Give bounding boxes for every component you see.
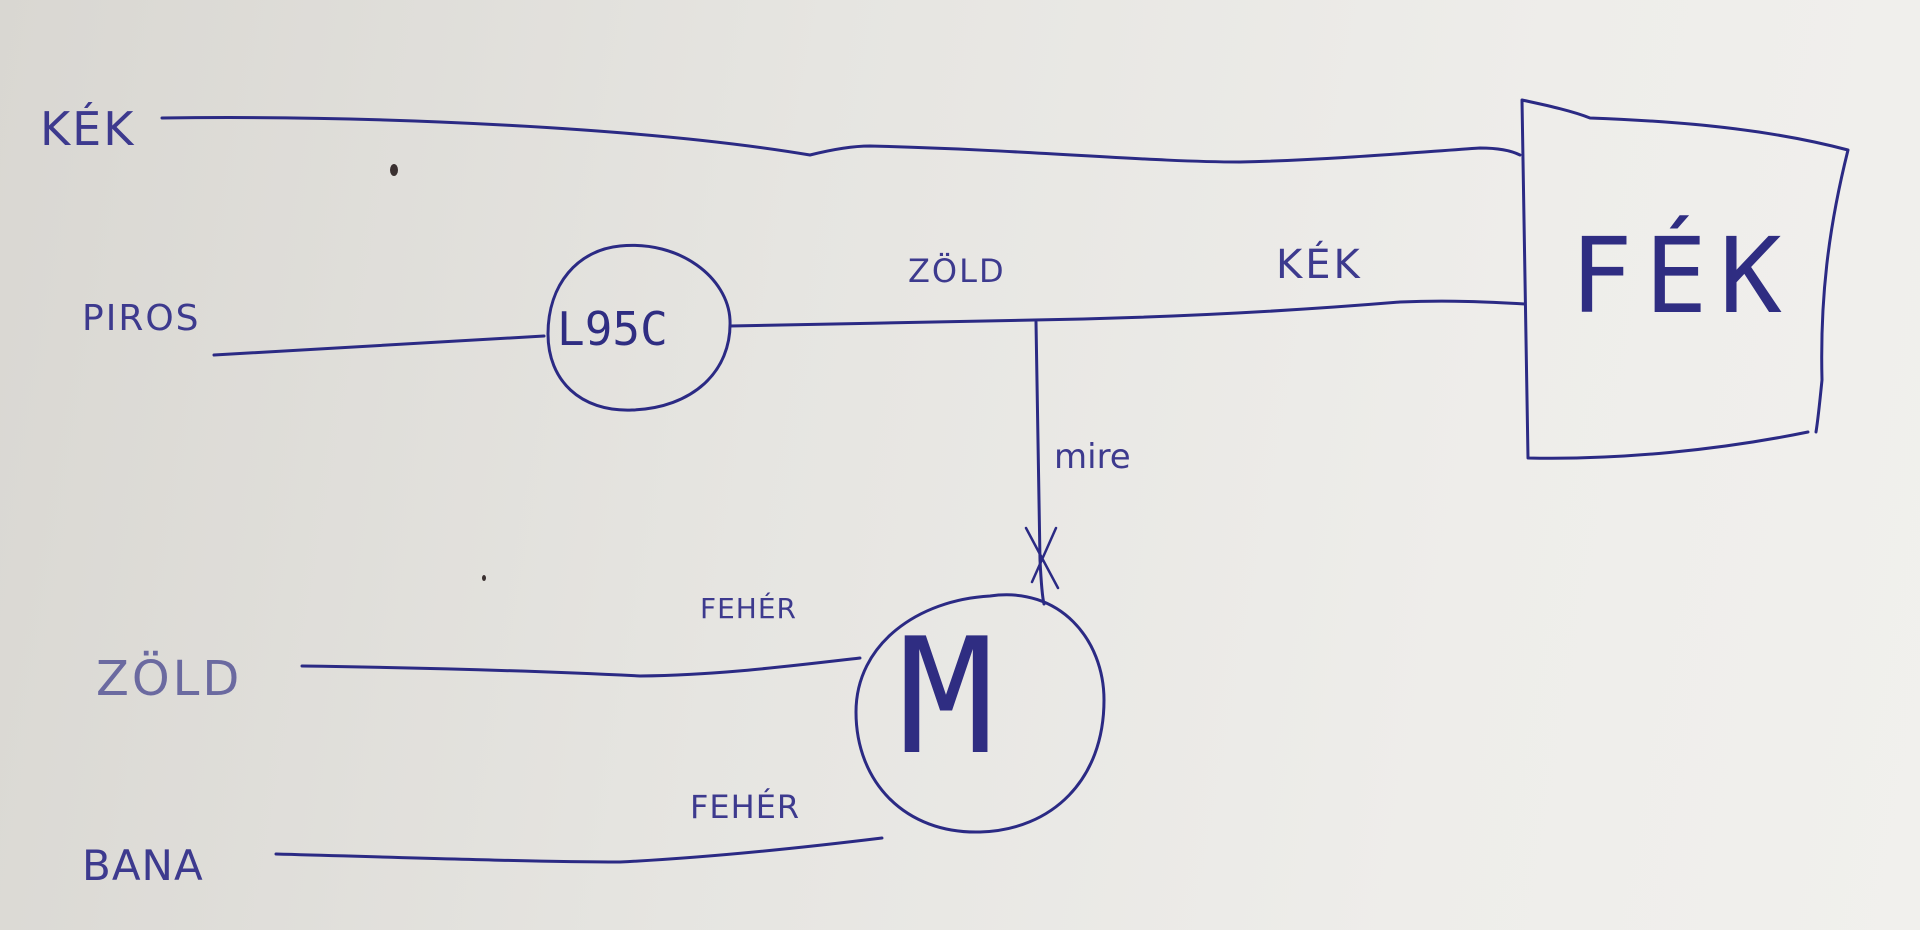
paper-speck [482,575,486,581]
label-kek-wire: KÉK [1276,240,1363,288]
label-zold-wire: ZÖLD [908,252,1006,290]
label-bana: BANA [82,841,204,890]
wire-bana-motor [274,836,884,864]
wire-zold-kek [728,299,1527,328]
component-l95c-circle [546,243,732,412]
motor-label: M [898,603,994,790]
wire-piros [212,334,546,357]
label-zold-left: ZÖLD [96,651,242,707]
wire-mire-cross [1024,526,1060,590]
fek-box [1520,98,1850,460]
motor-circle [854,593,1106,834]
fek-label: FÉK [1570,215,1794,337]
wire-kek-top [160,116,1522,164]
label-feher-bottom: FEHÉR [690,788,800,826]
label-mire: mire [1054,437,1131,477]
wire-mire [1034,320,1046,606]
component-l95c-label: L95C [557,302,668,356]
label-kek-left: KÉK [40,102,135,156]
label-piros: PIROS [82,298,201,339]
wire-zold-motor [300,656,862,678]
paper-speck [390,164,398,176]
label-feher-top: FEHÉR [700,591,797,625]
